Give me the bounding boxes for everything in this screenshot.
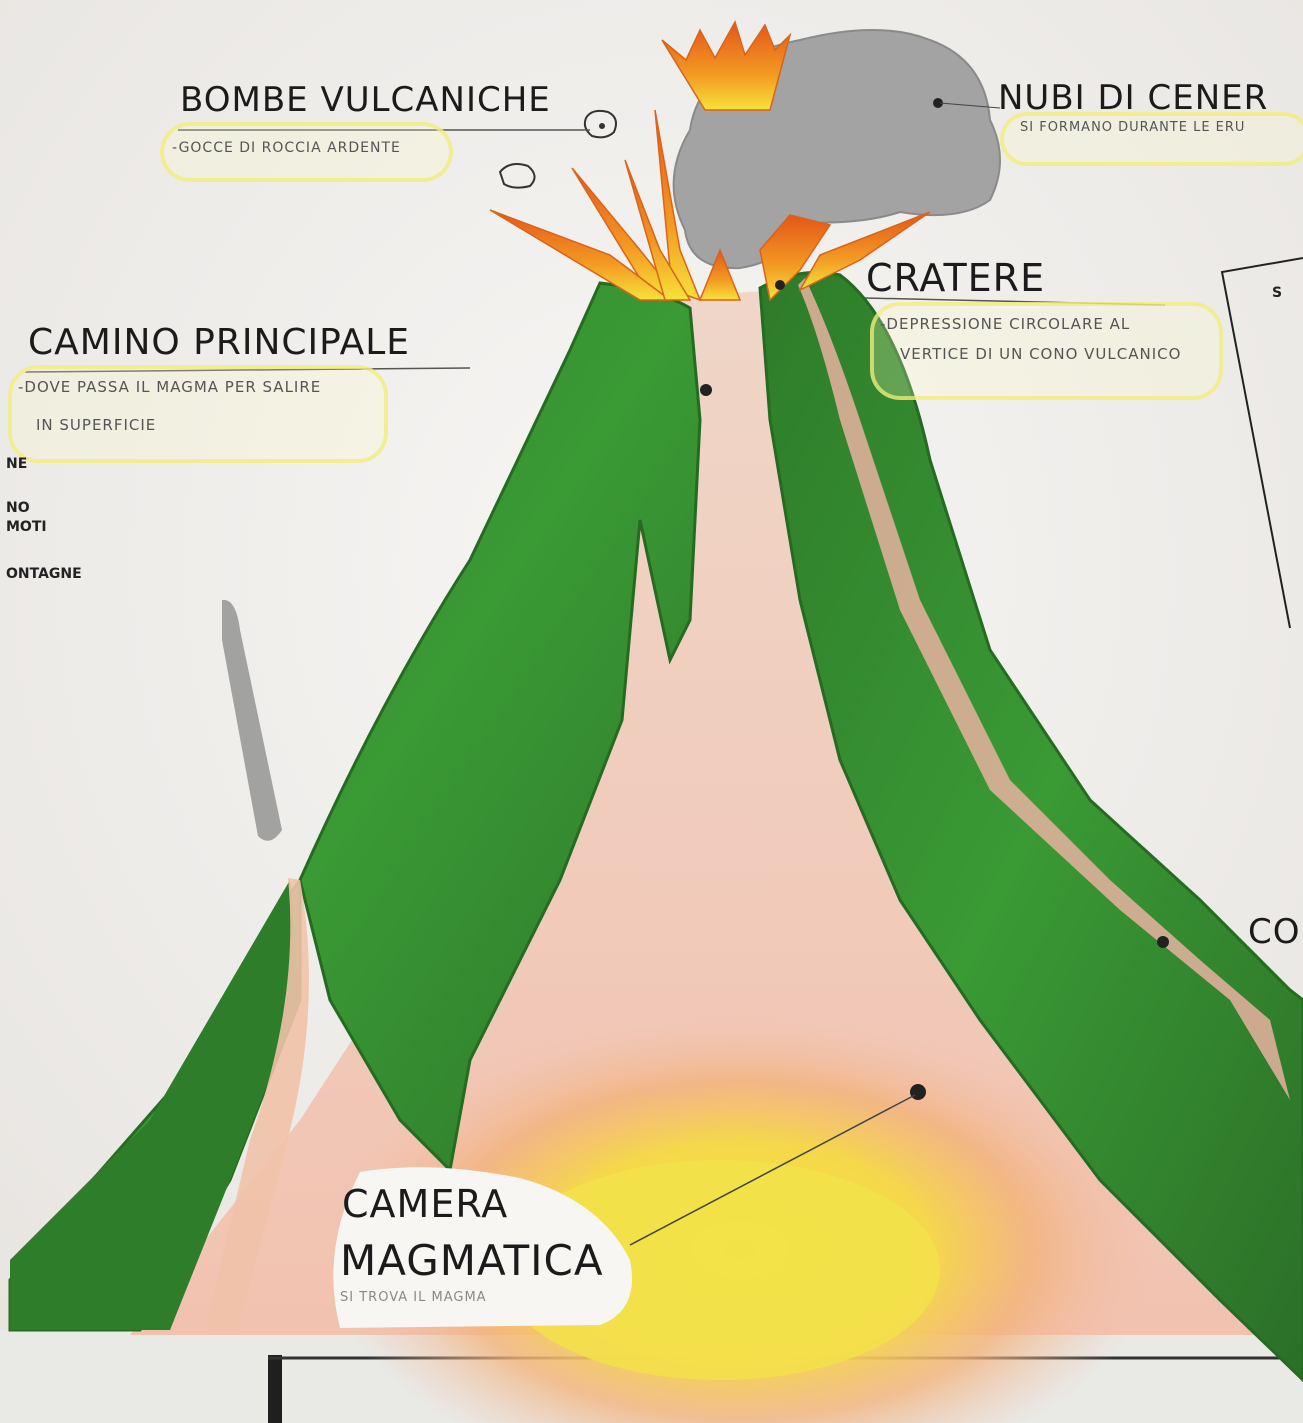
volcanic-bomb-dot xyxy=(599,123,605,129)
edge-fragment: MOTI xyxy=(6,519,47,535)
edge-fragment: S xyxy=(1272,285,1282,301)
label-camino-principale: CAMINO PRINCIPALE xyxy=(28,322,410,363)
label-camera-line1: CAMERA xyxy=(342,1182,508,1226)
edge-fragment: NE xyxy=(6,456,27,472)
note-bombe-vulcaniche: -GOCCE DI ROCCIA ARDENTE xyxy=(172,140,401,156)
pointer-dot-vent xyxy=(700,384,712,396)
note-cratere-line1: -DEPRESSIONE CIRCOLARE AL xyxy=(880,315,1130,333)
label-nubi-di-cenere: NUBI DI CENER xyxy=(998,78,1268,118)
pointer-dot-chamber xyxy=(910,1084,926,1100)
label-cratere: CRATERE xyxy=(866,256,1045,300)
note-cratere-line2: VERTICE DI UN CONO VULCANICO xyxy=(900,345,1181,363)
note-camino-line1: -DOVE PASSA IL MAGMA PER SALIRE xyxy=(18,378,321,396)
edge-fragment: CO xyxy=(1248,912,1301,952)
pointer-dot-right xyxy=(1157,936,1169,948)
pointer-dot-crater xyxy=(775,280,785,290)
bottom-dark-bar xyxy=(268,1355,282,1423)
note-nubi-di-cenere: SI FORMANO DURANTE LE ERU xyxy=(1020,120,1245,135)
label-bombe-vulcaniche: BOMBE VULCANICHE xyxy=(180,80,551,120)
edge-fragment: ONTAGNE xyxy=(6,566,82,582)
note-camino-line2: IN SUPERFICIE xyxy=(36,416,156,434)
note-camera: SI TROVA IL MAGMA xyxy=(340,1290,487,1305)
label-camera-line2: MAGMATICA xyxy=(340,1236,604,1285)
edge-fragment: NO xyxy=(6,500,30,516)
